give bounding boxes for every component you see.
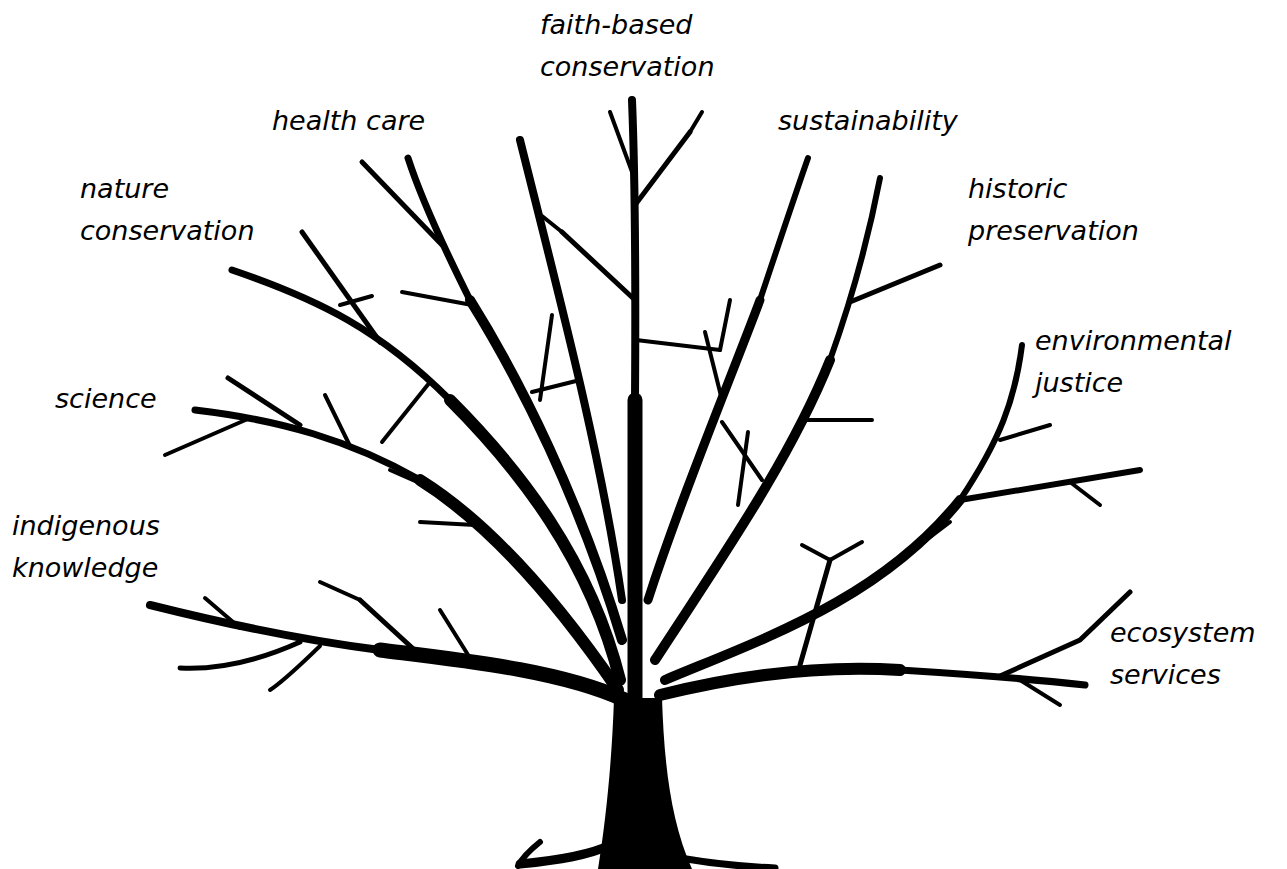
tree-trunk (598, 698, 692, 869)
branch-label: historic preservation (968, 168, 1142, 252)
branch-label: science (55, 378, 157, 420)
branch-label: indigenous knowledge (12, 505, 163, 589)
branch-label: faith-based conservation (540, 4, 718, 88)
branch-label: nature conservation (80, 168, 258, 252)
branch-label: environmental justice (1035, 320, 1235, 404)
branch-label: health care (272, 100, 425, 142)
branch-label: ecosystem services (1110, 612, 1259, 696)
branch-label: sustainability (778, 100, 958, 142)
